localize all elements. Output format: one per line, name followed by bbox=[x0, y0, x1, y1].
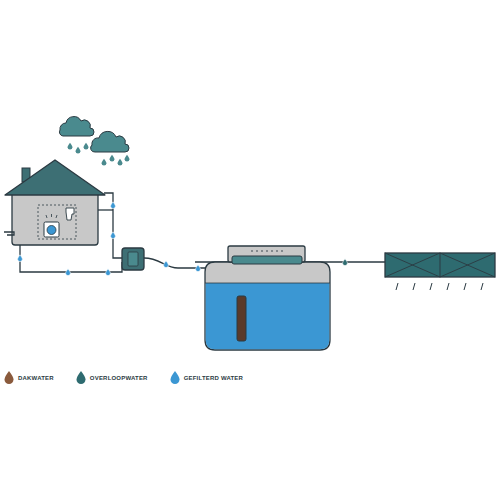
legend-text: DAKWATER bbox=[18, 375, 54, 381]
cloud bbox=[59, 117, 129, 152]
legend-text: OVERLOOPWATER bbox=[90, 375, 148, 381]
legend-swatch bbox=[76, 371, 86, 384]
legend-drop bbox=[76, 371, 85, 384]
rain-drops bbox=[68, 143, 130, 166]
legend: DAKWATER OVERLOOPWATER GEFILTERD WATER bbox=[4, 371, 243, 384]
legend-item: DAKWATER bbox=[4, 371, 54, 384]
legend-item: OVERLOOPWATER bbox=[76, 371, 148, 384]
legend-swatch bbox=[4, 371, 14, 384]
legend-drop bbox=[170, 371, 179, 384]
infiltration-crate bbox=[385, 253, 495, 290]
filter bbox=[122, 248, 144, 270]
legend-drop bbox=[5, 371, 14, 384]
house bbox=[4, 160, 105, 245]
flow-drops bbox=[18, 202, 348, 276]
tank bbox=[205, 246, 330, 350]
legend-item: GEFILTERD WATER bbox=[170, 371, 243, 384]
legend-swatch bbox=[170, 371, 180, 384]
legend-text: GEFILTERD WATER bbox=[184, 375, 243, 381]
